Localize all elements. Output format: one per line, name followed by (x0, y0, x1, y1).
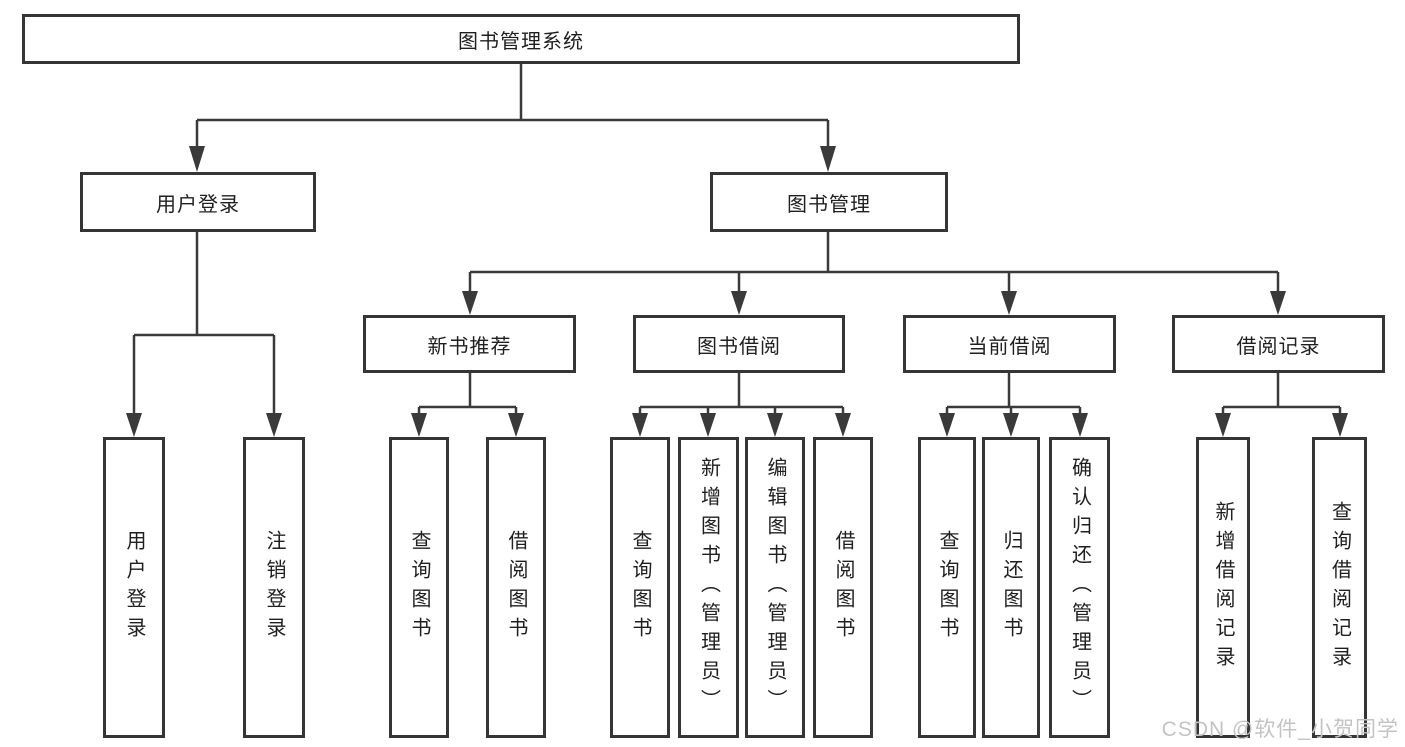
leaf-return-books: 归还图书 (982, 437, 1040, 738)
leaf-add-borrow-record: 新增借阅记录 (1196, 437, 1250, 738)
leaf-edit-books-admin: 编辑图书（管理员） (745, 437, 805, 738)
node-new-book-recommend: 新书推荐 (363, 315, 576, 373)
node-library-system-root: 图书管理系统 (22, 14, 1020, 64)
leaf-query-books-current: 查询图书 (918, 437, 976, 738)
leaf-query-books-borrow: 查询图书 (610, 437, 670, 738)
leaf-borrow-books: 借阅图书 (813, 437, 873, 738)
leaf-logout: 注销登录 (243, 437, 305, 738)
leaf-borrow-books-recommend: 借阅图书 (486, 437, 546, 738)
node-book-borrow: 图书借阅 (633, 315, 845, 373)
node-user-login: 用户登录 (80, 172, 316, 232)
leaf-query-borrow-record: 查询借阅记录 (1312, 437, 1367, 738)
leaf-confirm-return-admin: 确认归还（管理员） (1049, 437, 1110, 738)
node-borrow-records: 借阅记录 (1172, 315, 1385, 373)
leaf-add-books-admin: 新增图书（管理员） (678, 437, 739, 738)
node-current-borrow: 当前借阅 (903, 315, 1116, 373)
leaf-user-login: 用户登录 (103, 437, 165, 738)
node-book-management: 图书管理 (710, 172, 948, 232)
leaf-query-books-recommend: 查询图书 (389, 437, 449, 738)
watermark: CSDN @软件_小贺同学 (1161, 718, 1399, 741)
